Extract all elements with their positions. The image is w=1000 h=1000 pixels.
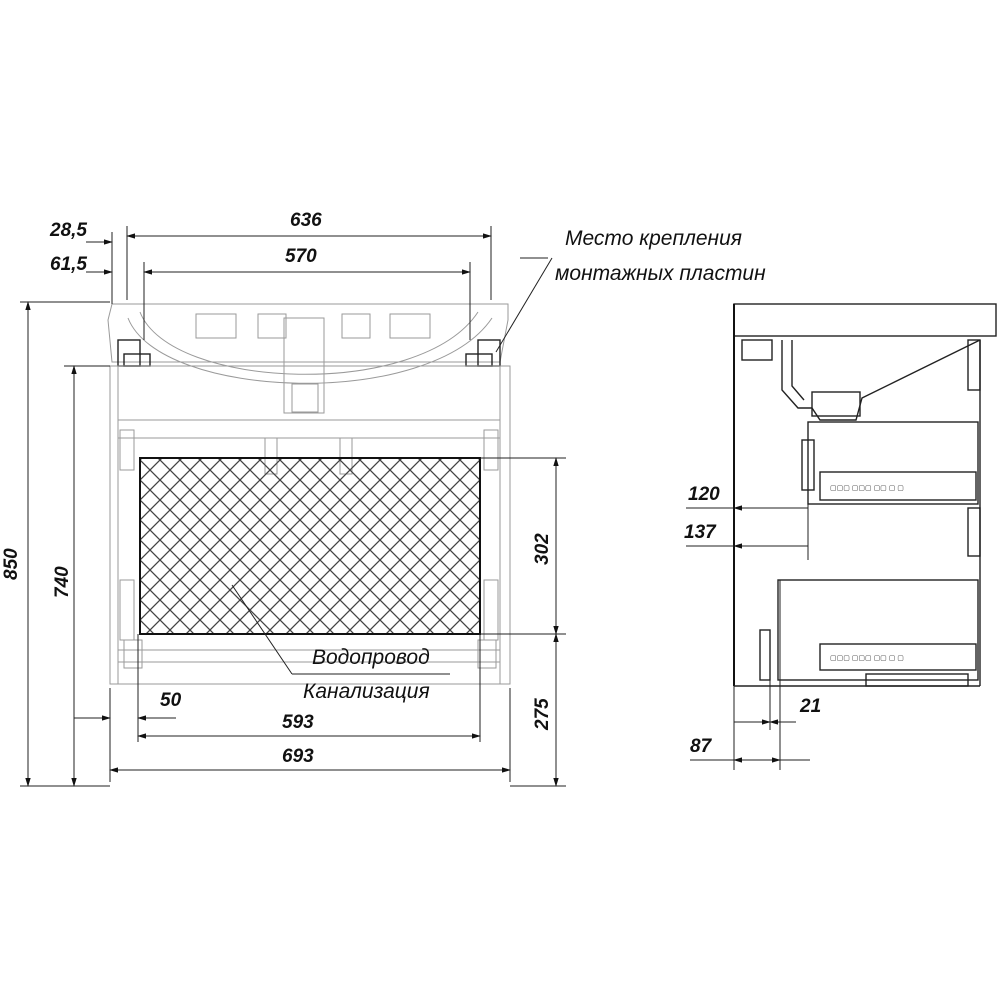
side-lower-drawer: ▢▢▢ ▢▢▢ ▢▢ ▢ ▢	[759, 579, 979, 687]
mounting-note-line1: Место крепления	[565, 227, 742, 250]
dim-570-label: 570	[285, 246, 317, 267]
dim-28-5-label: 28,5	[49, 220, 87, 241]
dim-28-5: 28,5	[49, 220, 113, 304]
dim-593-label: 593	[282, 712, 314, 733]
side-panel-top	[967, 339, 981, 391]
cabinet-body	[109, 365, 511, 685]
dim-636-label: 636	[290, 210, 322, 231]
dim-21-label: 21	[799, 696, 821, 717]
dim-593: 593	[137, 634, 481, 742]
water-leader	[231, 584, 293, 675]
dim-87: 87	[690, 580, 810, 770]
dim-50-label: 50	[160, 690, 182, 711]
side-view: ▢▢▢ ▢▢▢ ▢▢ ▢ ▢ ▢▢▢ ▢▢▢ ▢▢ ▢ ▢ 120 137	[684, 303, 997, 770]
mounting-note-line2: монтажных пластин	[555, 262, 766, 285]
mounting-leader-right	[495, 257, 553, 353]
dim-302: 302	[480, 457, 566, 635]
dim-570: 570	[143, 246, 471, 340]
sewer-label: Канализация	[303, 680, 430, 703]
dim-120-label: 120	[688, 484, 720, 505]
dim-302-label: 302	[532, 533, 553, 565]
basin-outline	[107, 303, 509, 414]
dim-275-label: 275	[532, 698, 553, 731]
lattice-panel	[139, 457, 481, 635]
dim-137: 137	[684, 522, 808, 549]
dim-850-label: 850	[1, 548, 22, 580]
water-label: Водопровод	[312, 646, 430, 669]
dim-636: 636	[126, 210, 492, 300]
side-countertop	[733, 303, 997, 337]
dim-21: 21	[734, 680, 821, 730]
dim-693-label: 693	[282, 746, 314, 767]
dim-137-label: 137	[684, 522, 717, 543]
dim-850: 850	[1, 301, 110, 787]
dim-87-label: 87	[690, 736, 713, 757]
dim-120: 120	[686, 484, 809, 560]
side-panel-mid	[967, 507, 981, 557]
svg-text:▢▢▢ ▢▢▢ ▢▢ ▢ ▢: ▢▢▢ ▢▢▢ ▢▢ ▢ ▢	[830, 655, 904, 662]
dim-740-label: 740	[52, 566, 73, 598]
svg-text:▢▢▢ ▢▢▢ ▢▢ ▢ ▢: ▢▢▢ ▢▢▢ ▢▢ ▢ ▢	[830, 485, 904, 492]
dim-61-5-label: 61,5	[50, 254, 87, 275]
side-basin	[741, 339, 981, 421]
dim-740: 740	[52, 365, 110, 787]
dim-275: 275	[510, 633, 566, 787]
dim-693: 693	[109, 688, 511, 782]
side-upper-drawer: ▢▢▢ ▢▢▢ ▢▢ ▢ ▢	[801, 421, 979, 505]
dim-61-5: 61,5	[50, 254, 113, 275]
front-view: 636 570 28,5 61,5 850	[1, 210, 766, 787]
dim-50: 50	[74, 634, 182, 782]
